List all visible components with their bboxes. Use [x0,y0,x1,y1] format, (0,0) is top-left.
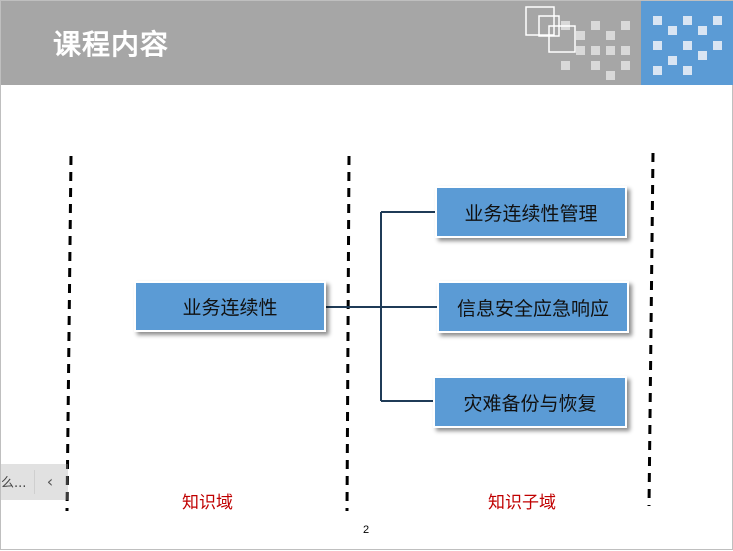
dashed-divider-left [65,155,73,512]
header-decorative-pattern [525,6,722,80]
root-node: 业务连续性 [134,281,326,332]
child-node-1: 业务连续性管理 [435,186,627,238]
dashed-divider-right [647,152,655,507]
overlay-divider [34,470,35,494]
page-number: 2 [363,524,370,536]
child-node-3: 灾难备份与恢复 [433,376,627,428]
column-label-subdomain: 知识子域 [488,493,556,513]
dashed-divider-middle [345,155,351,512]
page-title: 课程内容 [53,28,170,61]
overlay-truncated-text: 么... [1,476,27,491]
child-node-2: 信息安全应急响应 [437,281,629,333]
chevron-left-icon[interactable]: ‹ [46,472,54,491]
column-label-domain: 知识域 [182,493,233,513]
